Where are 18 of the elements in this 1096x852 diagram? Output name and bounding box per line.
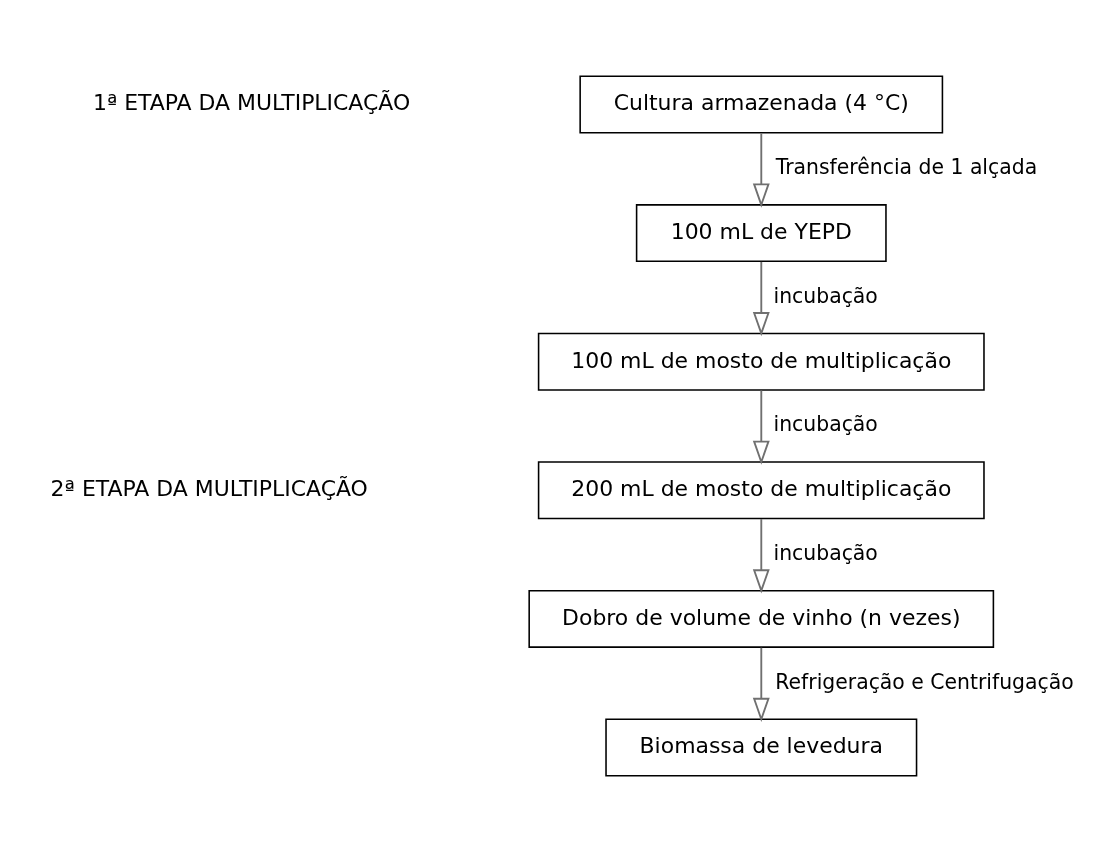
edge-label: incubação	[773, 283, 878, 308]
arrow	[752, 646, 770, 723]
label: 2ª ETAPA DA MULTIPLICAÇÃO	[50, 476, 368, 502]
edge-label: incubação	[773, 412, 878, 437]
node-box: Cultura armazenada (4 °C)	[579, 75, 944, 134]
edge-label: Refrigeração e Centrifugação	[775, 669, 1074, 694]
arrow	[752, 518, 770, 594]
node-box: Dobro de volume de vinho (n vezes)	[528, 589, 995, 648]
node-box: 100 mL de YEPD	[635, 204, 887, 263]
label: 1ª ETAPA DA MULTIPLICAÇÃO	[92, 90, 411, 116]
node-box: 100 mL de mosto de multiplicação	[537, 332, 985, 391]
edge-label: incubação	[773, 540, 878, 565]
node-box: Biomassa de levedura	[605, 718, 918, 777]
arrow	[752, 132, 770, 208]
node-box: 200 mL de mosto de multiplicação	[537, 461, 985, 520]
arrow	[752, 260, 770, 337]
arrow	[752, 389, 770, 465]
edge-label: Transferência de 1 alçada	[775, 155, 1038, 180]
